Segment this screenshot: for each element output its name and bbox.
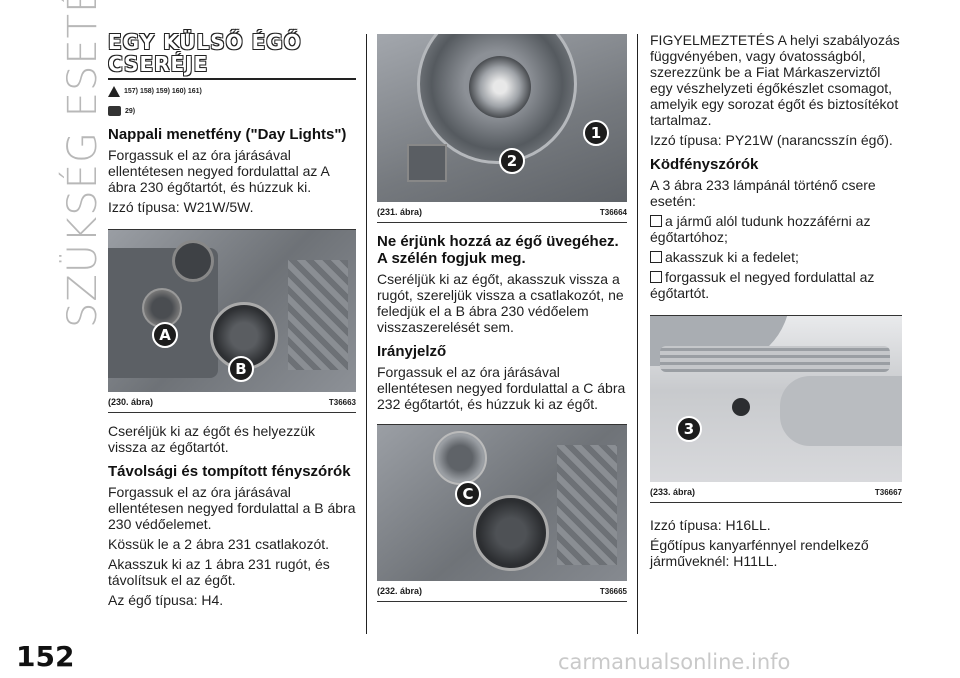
para-warning: FIGYELMEZTETÉS A helyi szabályozás függv…: [650, 32, 900, 128]
figure-232-code: T36665: [599, 586, 627, 596]
figure-230-caption: (230. ábra) T36663: [108, 392, 356, 412]
note-hand-icon: [108, 106, 121, 116]
para-glass: Cseréljük ki az égőt, akasszuk vissza a …: [377, 271, 624, 335]
title-line-2: CSERÉJE: [108, 52, 209, 76]
para-day-lights: Forgassuk el az óra járásával ellentétes…: [108, 147, 330, 195]
bullet-3: forgassuk el negyed fordulattal az égőta…: [650, 269, 902, 301]
figure-231: 1 2 (231. ábra) T36664: [377, 34, 627, 223]
callout-1: 1: [583, 120, 609, 146]
para-headlight-1: Forgassuk el az óra járásával ellentétes…: [108, 484, 356, 532]
figure-230-label: (230. ábra): [108, 397, 154, 407]
figure-233-image: 3: [650, 316, 902, 482]
callout-c: C: [455, 481, 481, 507]
figure-231-label: (231. ábra): [377, 207, 423, 217]
para-fog-cornering: Égőtípus kanyarfénnyel rendelkező járműv…: [650, 537, 869, 569]
heading-day-lights: Nappali menetfény ("Day Lights"): [108, 126, 347, 143]
heading-fog: Ködfényszórók: [650, 156, 759, 173]
figure-231-caption: (231. ábra) T36664: [377, 202, 627, 222]
figure-232-label: (232. ábra): [377, 586, 423, 596]
column-2: 1 2 (231. ábra) T36664 Ne érjünk hozzá a…: [377, 34, 627, 602]
note-refs: 29): [108, 104, 356, 118]
para-fog-intro: A 3 ábra 233 lámpánál történő csere eset…: [650, 177, 876, 209]
watermark: carmanualsonline.info: [558, 650, 791, 674]
figure-232: C (232. ábra) T36665: [377, 424, 627, 602]
figure-230-code: T36663: [328, 397, 356, 407]
warning-refs-text: 157) 158) 159) 160) 161): [124, 87, 202, 95]
para-headlight-2: Kössük le a 2 ábra 231 csatlakozót.: [108, 536, 330, 552]
figure-233: 3 (233. ábra) T36667: [650, 315, 902, 503]
para-day-bulb: Izzó típusa: W21W/5W.: [108, 199, 254, 215]
column-3: FIGYELMEZTETÉS A helyi szabályozás függv…: [650, 32, 902, 569]
heading-indicator: Irányjelző: [377, 343, 447, 360]
column-divider-1: [366, 34, 367, 634]
figure-233-caption: (233. ábra) T36667: [650, 482, 902, 502]
para-headlight-3: Akasszuk ki az 1 ábra 231 rugót, és távo…: [108, 556, 330, 588]
section-side-tab: SZÜKSÉG ESETÉN: [12, 0, 106, 328]
column-divider-2: [637, 34, 638, 634]
callout-3: 3: [676, 416, 702, 442]
note-refs-text: 29): [125, 107, 136, 115]
bullet-1: a jármű alól tudunk hozzáférni az égőtar…: [650, 213, 902, 245]
figure-233-code: T36667: [874, 487, 902, 497]
bullet-2: akasszuk ki a fedelet;: [650, 249, 902, 265]
para-replace: Cseréljük ki az égőt és helyezzük vissza…: [108, 423, 315, 455]
callout-b: B: [228, 356, 254, 382]
heading-glass: Ne érjünk hozzá az égő üvegéhez. A szélé…: [377, 233, 619, 267]
figure-230-image: A B: [108, 230, 356, 392]
section-label: SZÜKSÉG ESETÉN: [60, 0, 106, 328]
para-indicator-bulb: Izzó típusa: PY21W (narancsszín égő).: [650, 132, 893, 148]
para-indicator: Forgassuk el az óra járásával ellentétes…: [377, 364, 626, 412]
page-title: EGY KÜLSŐ ÉGŐ CSERÉJE: [108, 32, 356, 80]
callout-2: 2: [499, 148, 525, 174]
figure-233-label: (233. ábra): [650, 487, 696, 497]
para-fog-bulb: Izzó típusa: H16LL.: [650, 517, 771, 533]
heading-headlight: Távolsági és tompított fényszórók: [108, 463, 351, 480]
warning-refs: 157) 158) 159) 160) 161): [108, 84, 356, 98]
figure-231-code: T36664: [599, 207, 627, 217]
column-1: EGY KÜLSŐ ÉGŐ CSERÉJE 157) 158) 159) 160…: [108, 32, 356, 608]
callout-a: A: [152, 322, 178, 348]
title-line-1: EGY KÜLSŐ ÉGŐ: [108, 30, 302, 54]
figure-231-image: 1 2: [377, 34, 627, 202]
figure-232-caption: (232. ábra) T36665: [377, 581, 627, 601]
figure-232-image: C: [377, 425, 627, 581]
warning-triangle-icon: [108, 85, 120, 97]
figure-230: A B (230. ábra) T36663: [108, 229, 356, 413]
page-number: 152: [16, 640, 75, 673]
para-headlight-4: Az égő típusa: H4.: [108, 592, 224, 608]
